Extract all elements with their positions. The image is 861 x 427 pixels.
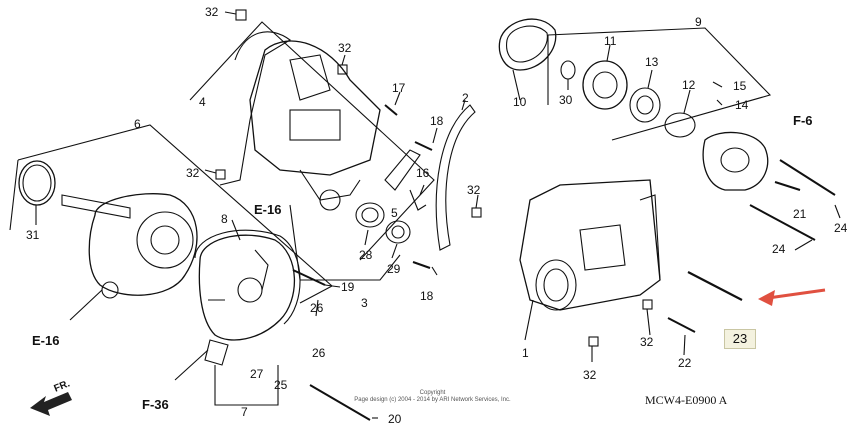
callout-9: 9 — [695, 15, 702, 29]
bolt-18a — [414, 141, 433, 151]
bolt-18b — [412, 261, 431, 269]
callout-14: 14 — [735, 98, 749, 112]
callout-18: 18 — [420, 289, 434, 303]
o-ring-31 — [18, 160, 56, 206]
copyright-line-1: Copyright — [419, 390, 446, 396]
callout-3: 3 — [361, 296, 368, 310]
bolt-17 — [384, 104, 398, 116]
bolt-24b — [749, 204, 816, 241]
dowel-32a — [235, 9, 247, 21]
callout-18: 18 — [430, 114, 444, 128]
seal-12 — [664, 112, 696, 138]
callout-20: 20 — [388, 412, 402, 426]
case-1 — [519, 179, 661, 311]
callout-24: 24 — [772, 242, 786, 256]
ref-e16-top[interactable]: E-16 — [254, 202, 282, 217]
callout-13: 13 — [645, 55, 659, 69]
callout-16: 16 — [416, 166, 430, 180]
callout-8: 8 — [221, 212, 228, 226]
bolt-19 — [292, 269, 326, 286]
bolt-21 — [774, 181, 801, 191]
bearing-28 — [355, 202, 385, 228]
copyright-line-2: Page design (c) 2004 - 2014 by ARI Netwo… — [354, 397, 511, 403]
group-bracket-7 — [214, 365, 279, 406]
callout-21: 21 — [793, 207, 807, 221]
ref-f36[interactable]: F-36 — [142, 397, 169, 412]
clip-16 — [409, 189, 427, 211]
bearing-11 — [582, 60, 628, 110]
callout-32: 32 — [338, 41, 352, 55]
housing-9 — [702, 131, 769, 191]
pump-cover-8 — [198, 234, 296, 341]
callout-5: 5 — [391, 206, 398, 220]
callout-23-highlighted[interactable]: 23 — [724, 329, 756, 349]
callout-10: 10 — [513, 95, 527, 109]
callout-22: 22 — [678, 356, 692, 370]
gasket-2 — [435, 104, 476, 251]
bolt-24a — [779, 159, 836, 196]
callout-4: 4 — [199, 95, 206, 109]
fr-arrow-icon — [30, 392, 72, 416]
bearing-29 — [385, 220, 411, 244]
bracket-5 — [384, 149, 421, 191]
dowel-32e — [642, 299, 653, 310]
callout-7: 7 — [241, 405, 248, 419]
callout-19: 19 — [341, 280, 355, 294]
dowel-32c — [215, 169, 226, 180]
callout-25: 25 — [274, 378, 288, 392]
callout-27: 27 — [250, 367, 264, 381]
callout-1: 1 — [522, 346, 529, 360]
callout-2: 2 — [462, 91, 469, 105]
highlight-arrow — [767, 288, 826, 300]
callout-24: 24 — [834, 221, 848, 235]
pump-shaft — [61, 194, 131, 219]
bolt-22 — [667, 317, 696, 333]
seal-13 — [629, 87, 661, 123]
callout-28: 28 — [359, 248, 373, 262]
callout-12: 12 — [682, 78, 696, 92]
callout-6: 6 — [134, 117, 141, 131]
dowel-32d — [471, 207, 482, 218]
ref-e16-left[interactable]: E-16 — [32, 333, 60, 348]
callout-17: 17 — [392, 81, 406, 95]
callout-26: 26 — [310, 301, 324, 315]
ring-30 — [560, 60, 576, 80]
callout-32: 32 — [583, 368, 597, 382]
bolt-23 — [687, 271, 743, 301]
group-bracket-6 — [17, 124, 333, 304]
callout-32: 32 — [186, 166, 200, 180]
callout-32: 32 — [467, 183, 481, 197]
callout-32: 32 — [205, 5, 219, 19]
dowel-32f — [588, 336, 599, 347]
callout-32: 32 — [640, 335, 654, 349]
callout-15: 15 — [733, 79, 747, 93]
ref-f6[interactable]: F-6 — [793, 113, 813, 128]
callout-29: 29 — [387, 262, 401, 276]
copyright: Copyright Page design (c) 2004 - 2014 by… — [340, 390, 525, 404]
callout-26: 26 — [312, 346, 326, 360]
callout-11: 11 — [604, 34, 617, 48]
group-bracket-3 — [289, 204, 401, 281]
pump-body-6 — [88, 193, 198, 296]
diagram-code: MCW4-E0900 A — [645, 393, 728, 407]
callout-31: 31 — [26, 228, 40, 242]
callout-30: 30 — [559, 93, 573, 107]
group-bracket-4 — [189, 21, 435, 261]
bolt-20 — [309, 384, 371, 421]
case-cover-4 — [249, 40, 381, 176]
gasket-10 — [498, 18, 557, 71]
